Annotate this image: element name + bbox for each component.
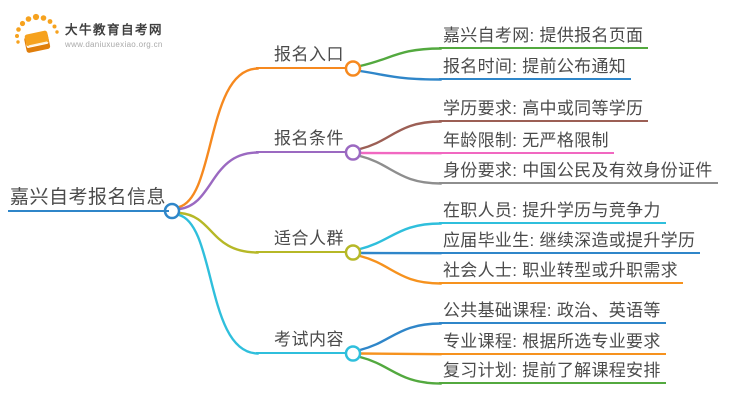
connector-branch-4 (177, 213, 260, 355)
book-sunburst-icon (15, 13, 59, 53)
connector-leaf-1-1 (358, 47, 443, 68)
site-name: 大牛教育自考网 (65, 23, 164, 37)
connector-leaf-2-1 (358, 120, 443, 151)
connector-branch-1 (177, 67, 260, 209)
connector-branch-3 (178, 211, 260, 254)
branch-node-suitable-people[interactable]: 适合人群 (256, 229, 346, 253)
leaf-node-social-workers[interactable]: 社会人士: 职业转型或升职需求 (439, 261, 683, 284)
branch-4-toggle[interactable] (344, 345, 362, 362)
connector-leaf-4-1 (358, 322, 443, 352)
connector-leaf-1-2 (358, 69, 443, 81)
leaf-node-public-courses[interactable]: 公共基础课程: 政治、英语等 (439, 301, 666, 324)
connector-leaf-4-3 (358, 355, 443, 385)
site-logo[interactable]: 大牛教育自考网 www.daniuxuexiao.org.cn (12, 11, 163, 57)
leaf-node-age-limit[interactable]: 年龄限制: 无严格限制 (439, 131, 614, 154)
connector-leaf-2-3 (358, 154, 443, 185)
branch-node-registration-requirements[interactable]: 报名条件 (256, 129, 346, 153)
connector-branch-2 (177, 151, 260, 211)
leaf-node-review-plan[interactable]: 复习计划: 提前了解课程安排 (439, 361, 666, 384)
branch-3-toggle[interactable] (344, 244, 362, 261)
connector-leaf-3-1 (358, 222, 443, 251)
branch-node-exam-content[interactable]: 考试内容 (256, 330, 346, 354)
branch-1-toggle[interactable] (344, 60, 362, 77)
branch-2-toggle[interactable] (344, 144, 362, 161)
connector-leaf-4-2 (358, 352, 443, 356)
connector-leaf-3-3 (358, 254, 443, 285)
leaf-node-employed-people[interactable]: 在职人员: 提升学历与竞争力 (439, 201, 666, 224)
site-url: www.daniuxuexiao.org.cn (65, 40, 163, 49)
leaf-node-registration-time[interactable]: 报名时间: 提前公布通知 (439, 57, 632, 80)
leaf-node-identity-requirement[interactable]: 身份要求: 中国公民及有效身份证件 (439, 161, 718, 184)
root-node[interactable]: 嘉兴自考报名信息 (8, 187, 170, 212)
leaf-node-education-requirement[interactable]: 学历要求: 高中或同等学历 (439, 99, 649, 122)
branch-node-registration-entry[interactable]: 报名入口 (256, 45, 346, 69)
leaf-node-website[interactable]: 嘉兴自考网: 提供报名页面 (439, 26, 649, 49)
leaf-node-fresh-graduates[interactable]: 应届毕业生: 继续深造或提升学历 (439, 231, 701, 254)
leaf-node-major-courses[interactable]: 专业课程: 根据所选专业要求 (439, 332, 666, 355)
